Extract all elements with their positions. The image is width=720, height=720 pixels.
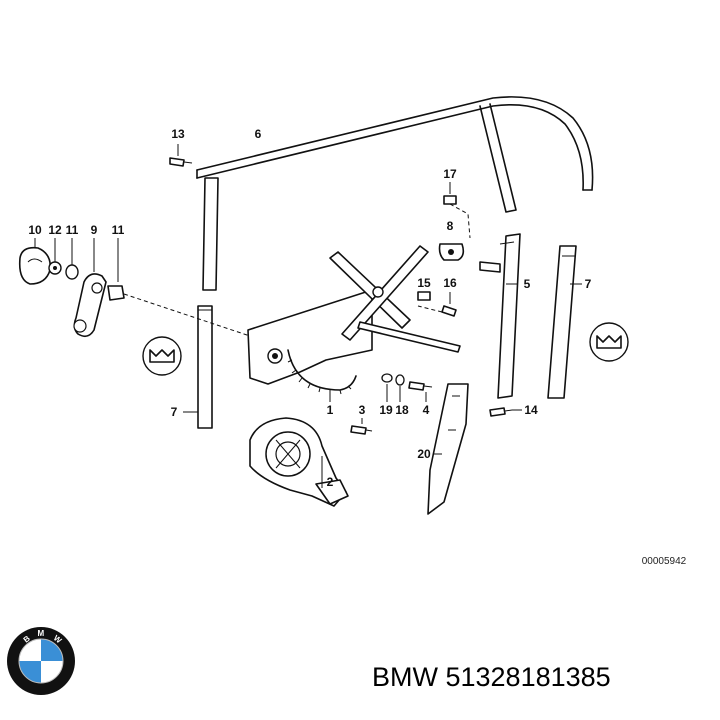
crank-cluster bbox=[18, 238, 251, 338]
window-regulator bbox=[247, 245, 461, 402]
guide-rail-5 bbox=[479, 233, 521, 399]
grommet-badge-left bbox=[142, 336, 182, 376]
callout-7-left: 7 bbox=[171, 405, 178, 419]
callout-5: 5 bbox=[524, 277, 531, 291]
callout-19: 19 bbox=[379, 403, 393, 417]
seal-strip-left bbox=[183, 305, 213, 429]
window-motor bbox=[249, 417, 349, 507]
callout-10: 10 bbox=[28, 223, 42, 237]
callout-14: 14 bbox=[524, 403, 538, 417]
fasteners-19-18-4 bbox=[381, 373, 433, 402]
bmw-roundel-icon: B M W bbox=[7, 627, 75, 695]
part-number-caption: BMW 51328181385 bbox=[372, 662, 611, 692]
callout-18: 18 bbox=[395, 403, 409, 417]
reference-code: 00005942 bbox=[642, 556, 687, 567]
screw-13 bbox=[169, 144, 193, 167]
callout-11b: 11 bbox=[112, 223, 125, 237]
callout-8: 8 bbox=[447, 219, 454, 233]
callout-16: 16 bbox=[443, 276, 457, 290]
screw-14 bbox=[489, 407, 522, 417]
screw-3 bbox=[350, 418, 373, 435]
callout-7-right: 7 bbox=[585, 277, 592, 291]
seal-strip-right bbox=[547, 245, 582, 399]
svg-text:B: B bbox=[22, 634, 32, 645]
callout-12: 12 bbox=[48, 223, 62, 237]
callout-11a: 11 bbox=[66, 223, 79, 237]
clip-15-screw-16 bbox=[417, 291, 457, 317]
callout-20: 20 bbox=[417, 447, 431, 461]
callout-1: 1 bbox=[327, 403, 334, 417]
callout-13: 13 bbox=[171, 127, 185, 141]
callout-6: 6 bbox=[255, 127, 262, 141]
callout-4: 4 bbox=[423, 403, 430, 417]
window-frame-channel bbox=[196, 96, 594, 291]
callout-15: 15 bbox=[417, 276, 431, 290]
callout-17: 17 bbox=[443, 167, 457, 181]
svg-text:W: W bbox=[52, 633, 64, 645]
bracket-20 bbox=[427, 383, 469, 515]
callout-labels: 13 6 17 8 10 12 11 9 11 15 16 5 7 7 1 3 … bbox=[28, 127, 686, 567]
svg-text:M: M bbox=[38, 629, 45, 638]
grommet-badge-right bbox=[589, 322, 629, 362]
callout-2: 2 bbox=[327, 475, 334, 489]
bolt-17-clip-8 bbox=[438, 182, 471, 261]
callout-3: 3 bbox=[359, 403, 366, 417]
callout-9: 9 bbox=[91, 223, 98, 237]
